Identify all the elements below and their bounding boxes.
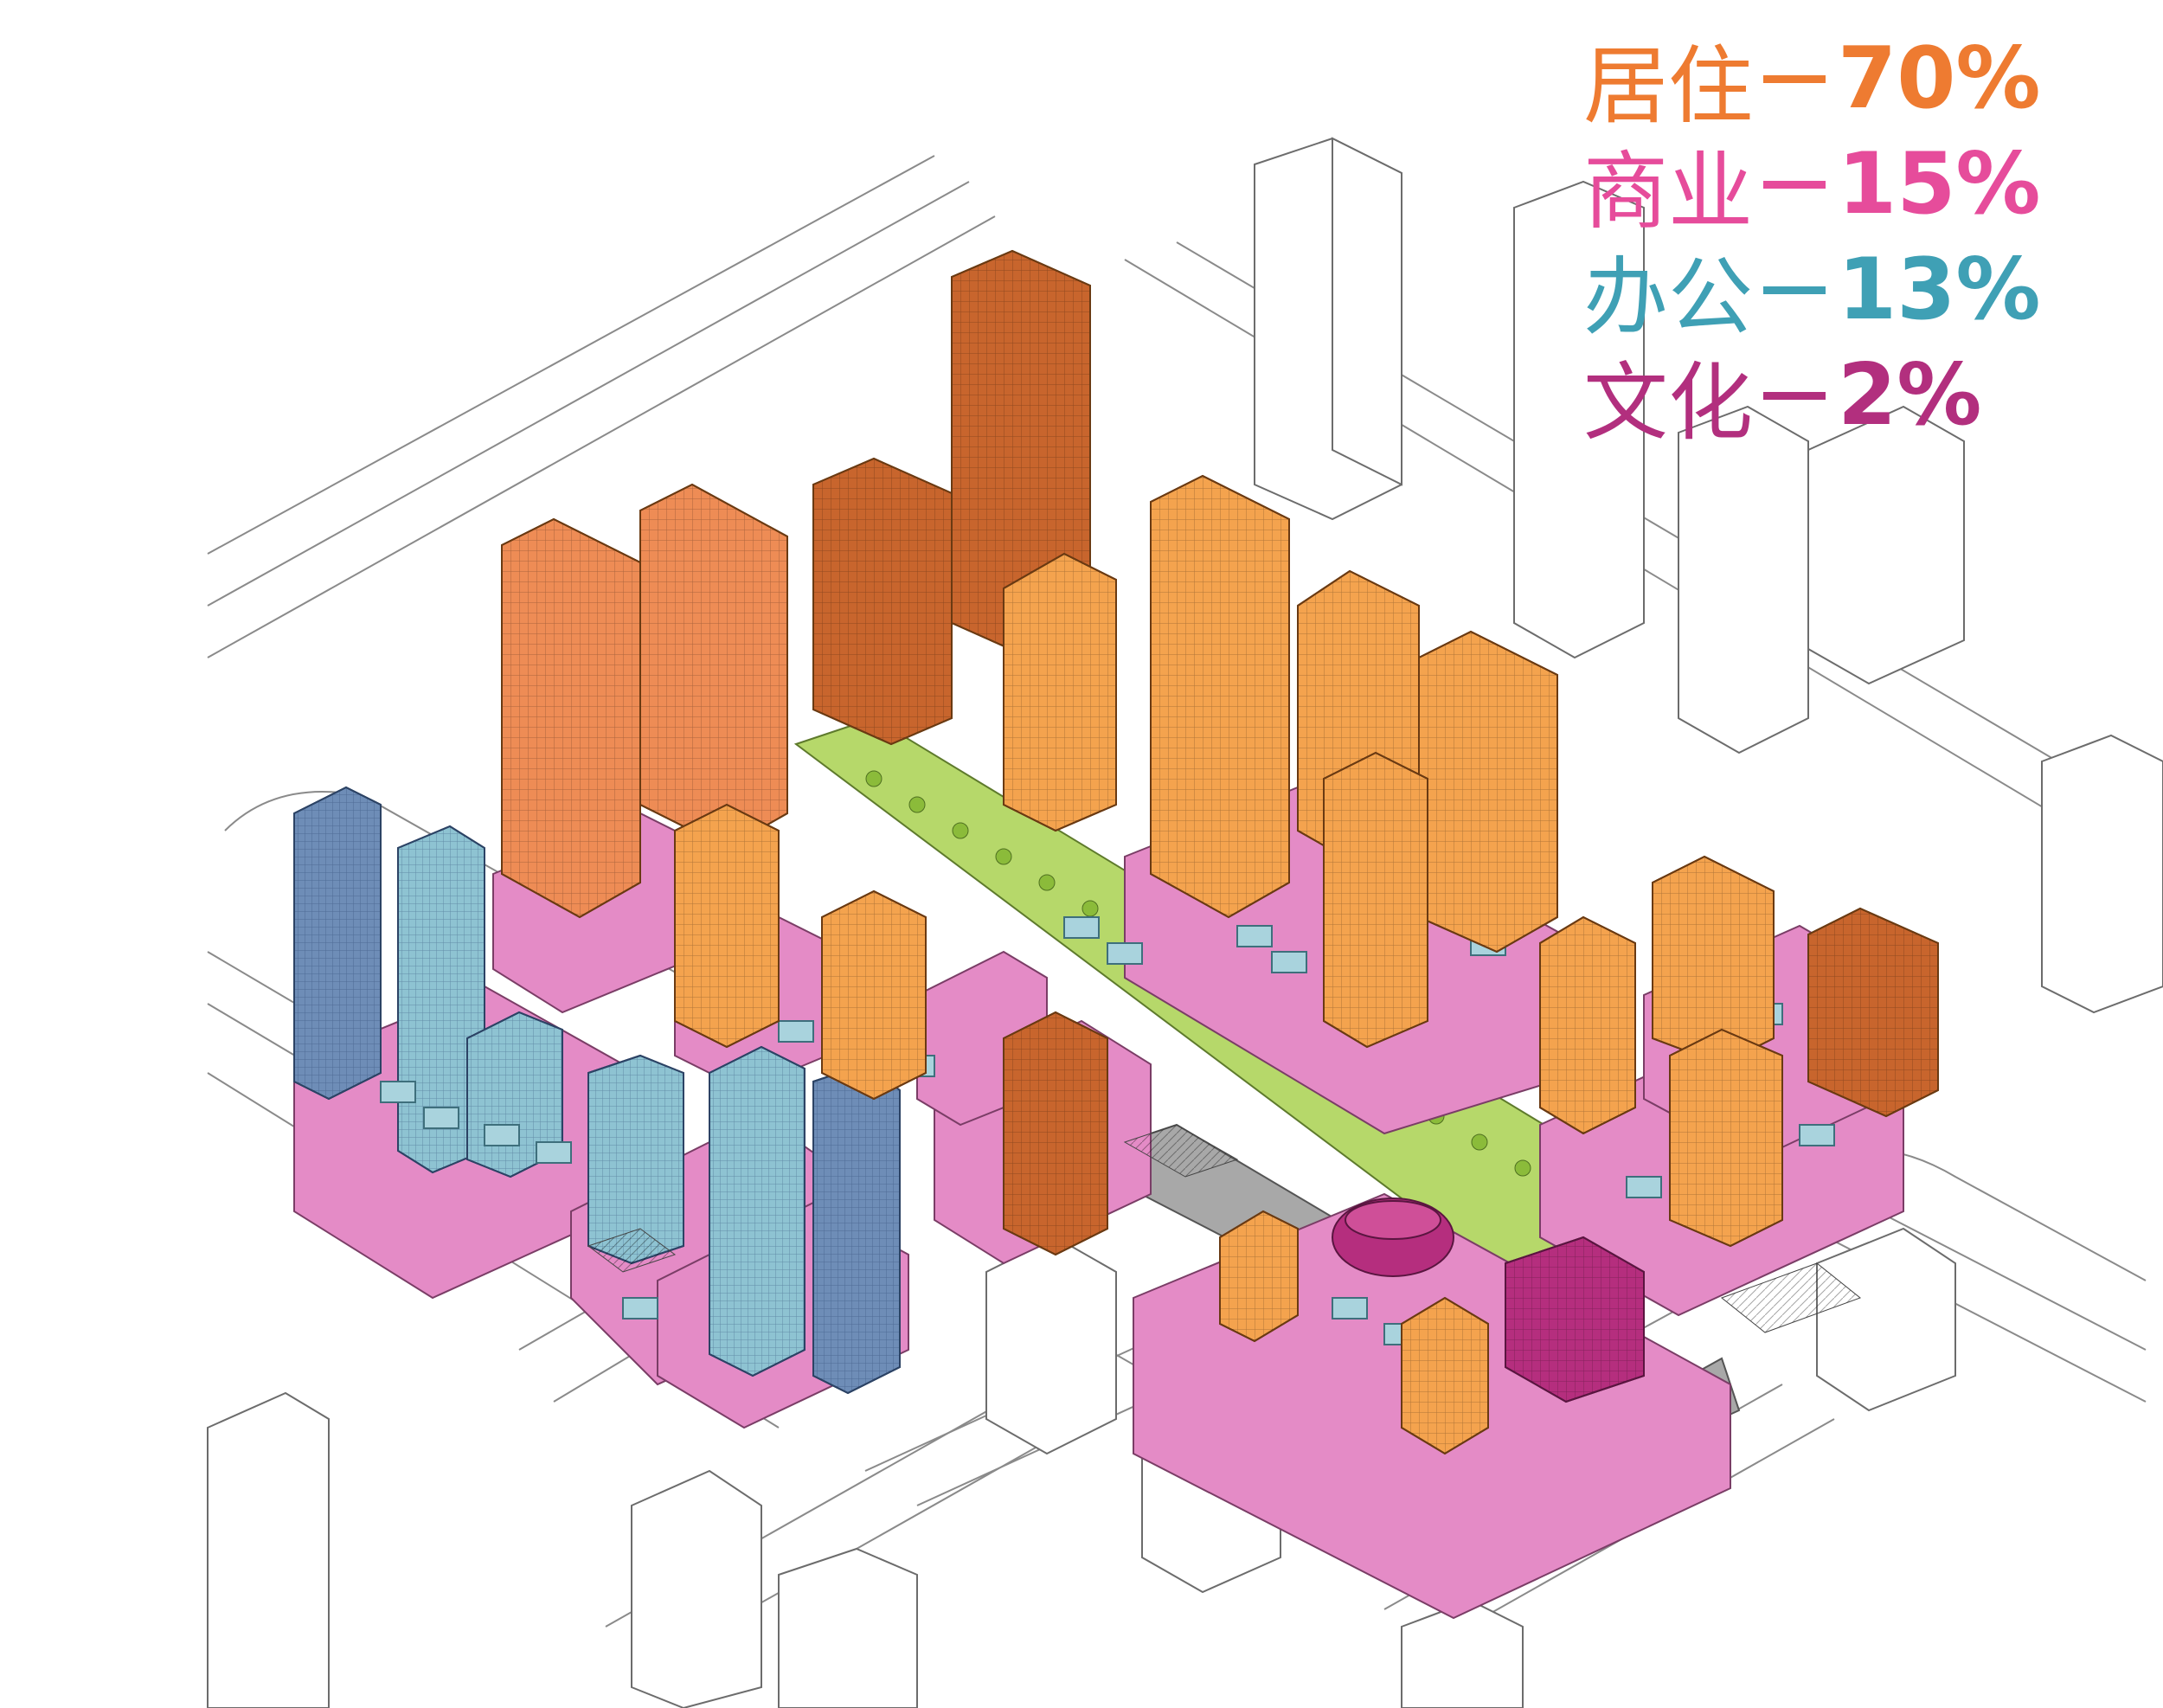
land-use-legend: 居住 70% 商业 15% 办公 13% 文化 2% <box>1583 26 2041 453</box>
legend-dash <box>1763 286 1826 294</box>
residential-tower-m <box>1539 915 1636 1135</box>
legend-cultural: 文化 2% <box>1583 343 2041 453</box>
residential-tower-d <box>951 249 1091 659</box>
legend-office-value: 13% <box>1838 241 2041 339</box>
legend-cultural-value: 2% <box>1838 346 1982 445</box>
legend-dash <box>1763 74 1826 83</box>
legend-commercial-value: 15% <box>1838 135 2041 234</box>
residential-tower-c <box>812 457 953 746</box>
office-tower-6 <box>812 1063 901 1395</box>
residential-tower-f <box>1150 474 1290 919</box>
residential-tower-b <box>639 483 788 850</box>
residential-tower-l <box>1003 1011 1108 1256</box>
legend-residential-value: 70% <box>1838 29 2041 128</box>
office-tower-1 <box>293 786 382 1101</box>
residential-tower-k <box>821 889 927 1101</box>
residential-tower-q <box>1219 1210 1299 1343</box>
legend-office-name: 办公 <box>1583 248 1754 347</box>
residential-tower-h <box>1418 630 1558 954</box>
residential-tower-a <box>501 517 641 919</box>
legend-residential: 居住 70% <box>1583 26 2041 136</box>
residential-tower-i <box>1323 751 1428 1049</box>
legend-cultural-name: 文化 <box>1583 354 1754 453</box>
cultural-building <box>1332 1198 1645 1403</box>
residential-tower-n <box>1652 855 1775 1066</box>
legend-commercial: 商业 15% <box>1583 132 2041 241</box>
legend-dash <box>1763 391 1826 400</box>
legend-commercial-name: 商业 <box>1583 143 1754 241</box>
context-buildings <box>207 137 2163 1708</box>
legend-residential-name: 居住 <box>1583 37 1754 136</box>
paving-hatch <box>587 1124 1862 1333</box>
residential-tower-r <box>1401 1296 1489 1455</box>
residential-tower-p <box>1669 1028 1783 1248</box>
residential-tower-o <box>1807 907 1939 1118</box>
legend-dash <box>1763 180 1826 189</box>
legend-office: 办公 13% <box>1583 237 2041 347</box>
residential-tower-e <box>1003 552 1117 832</box>
office-tower-5 <box>709 1045 806 1377</box>
residential-tower-j <box>674 803 780 1049</box>
residential-towers <box>501 249 1939 1455</box>
